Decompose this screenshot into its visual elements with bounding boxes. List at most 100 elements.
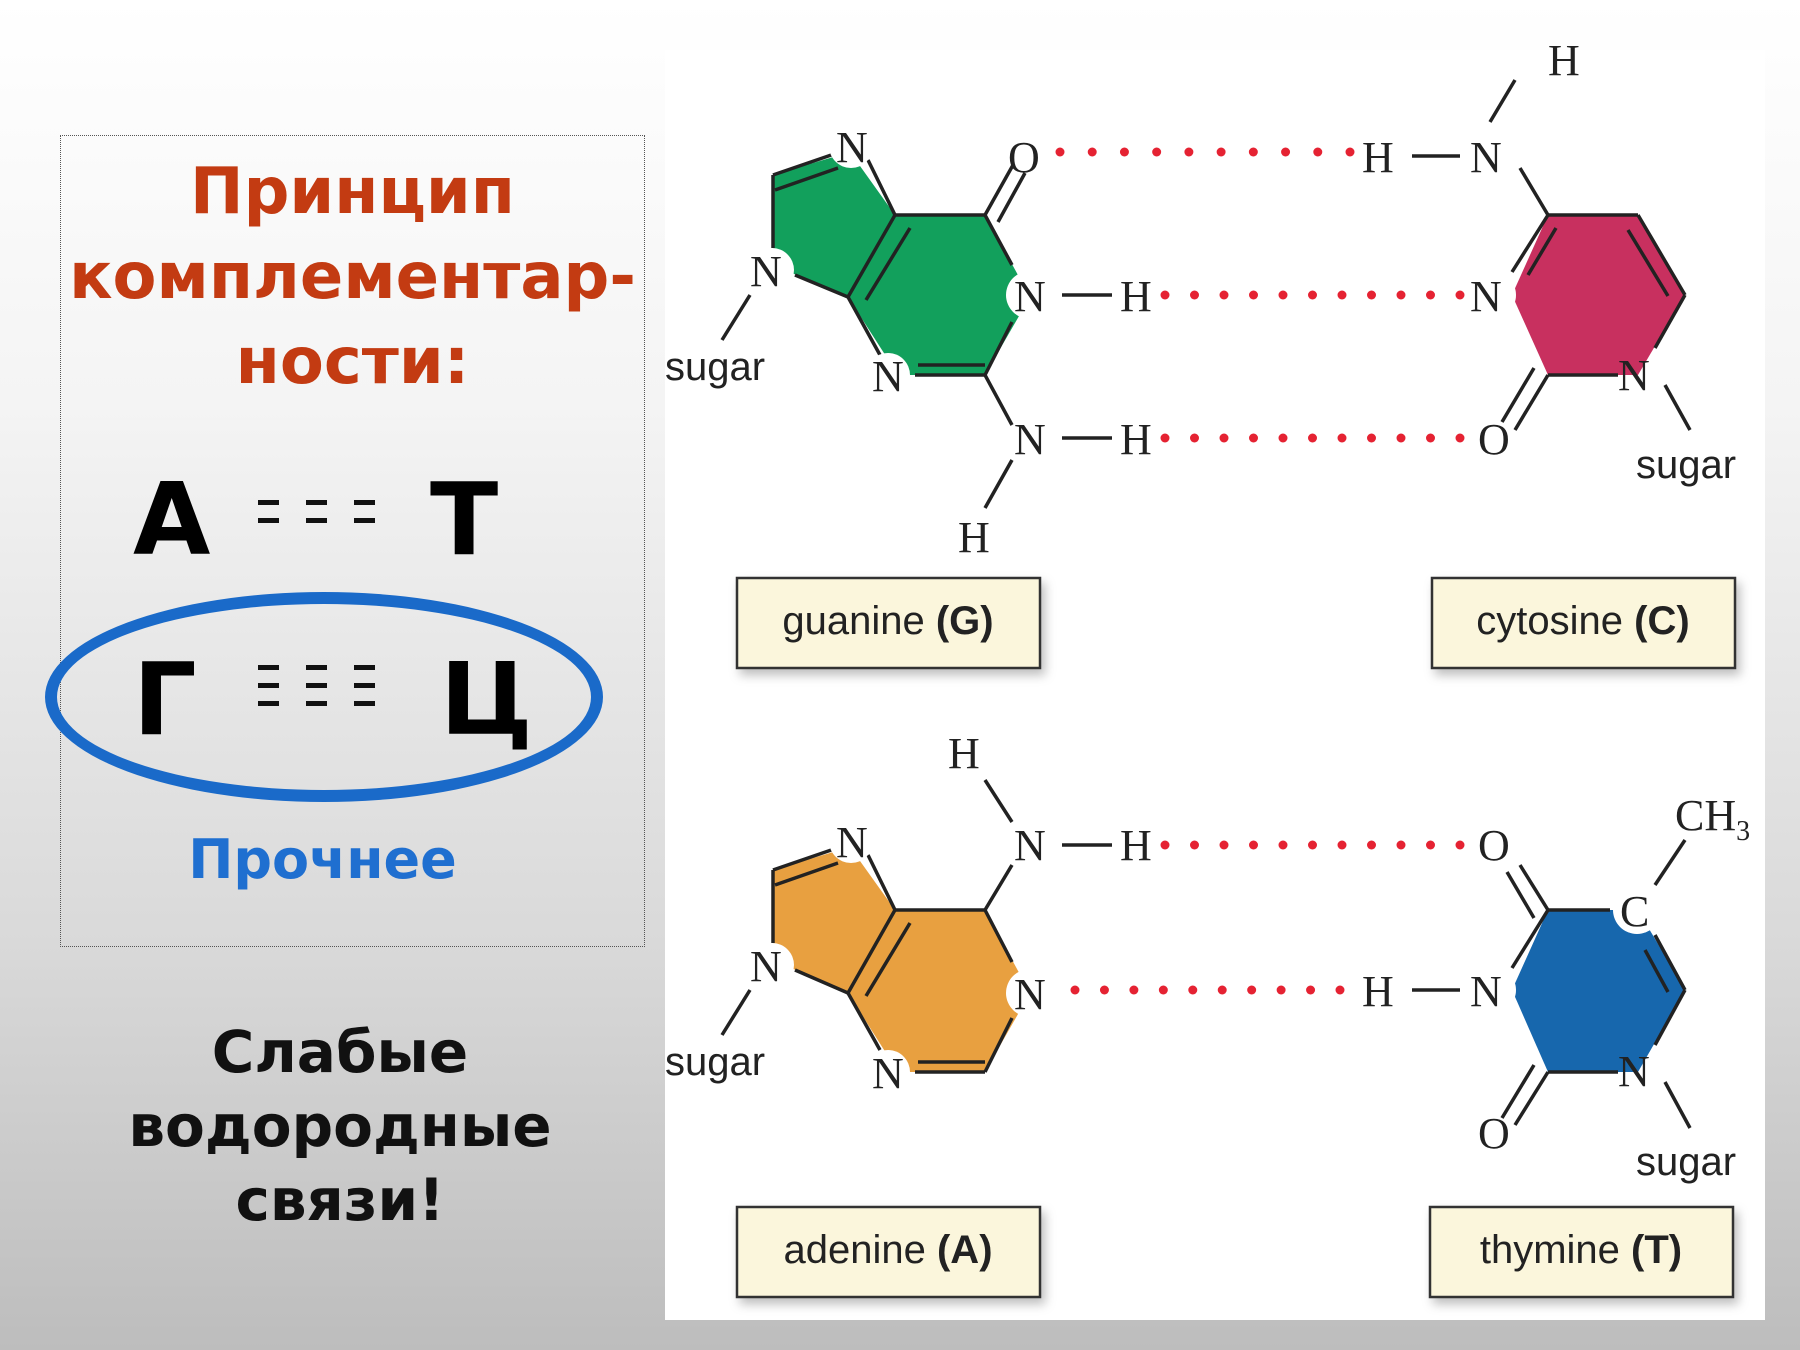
hydrogen-bond-dot xyxy=(1184,147,1194,157)
hydrogen-bond-dot xyxy=(1367,840,1376,850)
hydrogen-bond-dot xyxy=(1249,840,1258,850)
atom-n: N xyxy=(1618,1047,1650,1096)
atom-n: N xyxy=(1014,415,1046,464)
methyl-group: CH3 xyxy=(1675,791,1750,847)
hydrogen-bond-dot xyxy=(1426,290,1435,300)
guanine-imidazole-ring xyxy=(773,152,895,297)
hydrogen-bond-dot xyxy=(1217,985,1227,995)
hydrogen-bond-dot xyxy=(1306,985,1316,995)
hydrogen-bond-dot xyxy=(1087,147,1097,157)
hydrogen-bond-dot xyxy=(1055,147,1065,157)
hydrogen-bond-dot xyxy=(1219,290,1229,300)
atom-h: H xyxy=(948,729,980,778)
thymine-ring xyxy=(1512,910,1685,1072)
atom-n: N xyxy=(1470,967,1502,1016)
hydrogen-bond-dot xyxy=(1190,433,1199,443)
weak-line-2: водородные xyxy=(128,1092,552,1160)
atom-n: N xyxy=(1618,351,1650,400)
adenine-molecule xyxy=(720,779,1112,1074)
hydrogen-bond-dot xyxy=(1247,985,1257,995)
hydrogen-bond-dot xyxy=(1278,433,1288,443)
weak-bonds-text: Слабые водородные связи! xyxy=(60,1015,620,1237)
svg-text:thymine (T): thymine (T) xyxy=(1480,1228,1682,1272)
atom-n: N xyxy=(836,818,868,867)
hydrogen-bond-dot xyxy=(1455,840,1465,850)
sugar-label: sugar xyxy=(1636,1140,1736,1184)
hydrogen-bond-dot xyxy=(1249,290,1258,300)
atom-n: N xyxy=(872,352,904,401)
atom-n: N xyxy=(750,247,782,296)
hydrogen-bond-dot xyxy=(1335,985,1345,995)
stronger-label: Прочнее xyxy=(188,828,457,891)
sugar-label: sugar xyxy=(1636,443,1736,487)
sugar-label: sugar xyxy=(665,1040,765,1084)
hydrogen-bond-dot xyxy=(1190,840,1199,850)
atom-n: N xyxy=(836,123,868,172)
hydrogen-bond-dot xyxy=(1278,840,1288,850)
hydrogen-bond-dot xyxy=(1152,147,1162,157)
hydrogen-bond-dot xyxy=(1367,290,1376,300)
cytosine-name-box: cytosine (C) xyxy=(1430,576,1737,670)
hydrogen-bond-dot xyxy=(1160,840,1170,850)
title-line-2: комплементар- xyxy=(69,240,636,314)
atom-n: N xyxy=(1014,970,1046,1019)
hydrogen-bond-dot xyxy=(1426,433,1435,443)
hydrogen-bond-dot xyxy=(1396,840,1406,850)
atom-labels: N N N O N H N H H sugar H H N N N O suga… xyxy=(665,36,1750,1184)
hydrogen-bond-dot xyxy=(1160,290,1170,300)
atom-o: O xyxy=(1478,821,1510,870)
title-line-1: Принцип xyxy=(190,155,515,229)
hydrogen-bond-dot xyxy=(1337,433,1347,443)
atom-h: H xyxy=(1120,272,1152,321)
atom-h: H xyxy=(958,513,990,562)
hydrogen-bond-dot xyxy=(1337,290,1347,300)
hydrogen-bond-dot xyxy=(1426,840,1435,850)
hydrogen-bond-dot xyxy=(1219,840,1229,850)
hydrogen-bond-dot xyxy=(1249,433,1258,443)
adenine-imidazole-ring xyxy=(773,847,895,993)
hydrogen-bond-dot xyxy=(1396,290,1406,300)
svg-text:cytosine (C): cytosine (C) xyxy=(1476,599,1689,643)
hydrogen-bond-dot xyxy=(1276,985,1286,995)
letter-ts: Ц xyxy=(440,641,533,758)
title-line-3: ности: xyxy=(235,325,470,399)
guanine-name-box: guanine (G) xyxy=(735,576,1042,670)
cytosine-ring xyxy=(1512,215,1685,375)
hydrogen-bond-dot xyxy=(1219,433,1229,443)
hydrogen-bond-dot xyxy=(1099,985,1109,995)
atom-n: N xyxy=(1014,272,1046,321)
weak-line-3: связи! xyxy=(235,1166,445,1234)
atom-n: N xyxy=(1470,133,1502,182)
atom-h: H xyxy=(1120,415,1152,464)
hydrogen-bond-dot xyxy=(1158,985,1168,995)
hydrogen-bond-dot xyxy=(1248,147,1258,157)
svg-text:adenine (A): adenine (A) xyxy=(783,1228,992,1272)
atom-h: H xyxy=(1120,821,1152,870)
hydrogen-bond-dot xyxy=(1455,290,1465,300)
adenine-name-box: adenine (A) xyxy=(735,1205,1042,1299)
atom-n: N xyxy=(750,942,782,991)
letter-a: А xyxy=(133,461,211,578)
triple-bond-dashes xyxy=(258,665,375,719)
thymine-name-box: thymine (T) xyxy=(1428,1205,1735,1299)
principle-box xyxy=(60,135,645,947)
hydrogen-bond-dot xyxy=(1070,985,1080,995)
atom-o: O xyxy=(1478,1109,1510,1158)
at-hydrogen-bonds xyxy=(1070,840,1465,995)
thymine-molecule xyxy=(1412,839,1692,1129)
atom-h: H xyxy=(1548,36,1580,85)
atom-o: O xyxy=(1008,133,1040,182)
hydrogen-bond-dot xyxy=(1367,433,1376,443)
letter-t: Т xyxy=(430,461,499,578)
hydrogen-bond-dot xyxy=(1396,433,1406,443)
atom-h: H xyxy=(1362,133,1394,182)
weak-line-1: Слабые xyxy=(211,1018,469,1086)
hydrogen-bond-dot xyxy=(1308,433,1317,443)
hydrogen-bond-dot xyxy=(1345,147,1355,157)
svg-text:guanine (G): guanine (G) xyxy=(782,599,993,643)
atom-n: N xyxy=(1470,272,1502,321)
cytosine-molecule xyxy=(1412,79,1692,431)
hydrogen-bond-dot xyxy=(1313,147,1323,157)
sugar-label: sugar xyxy=(665,345,765,389)
